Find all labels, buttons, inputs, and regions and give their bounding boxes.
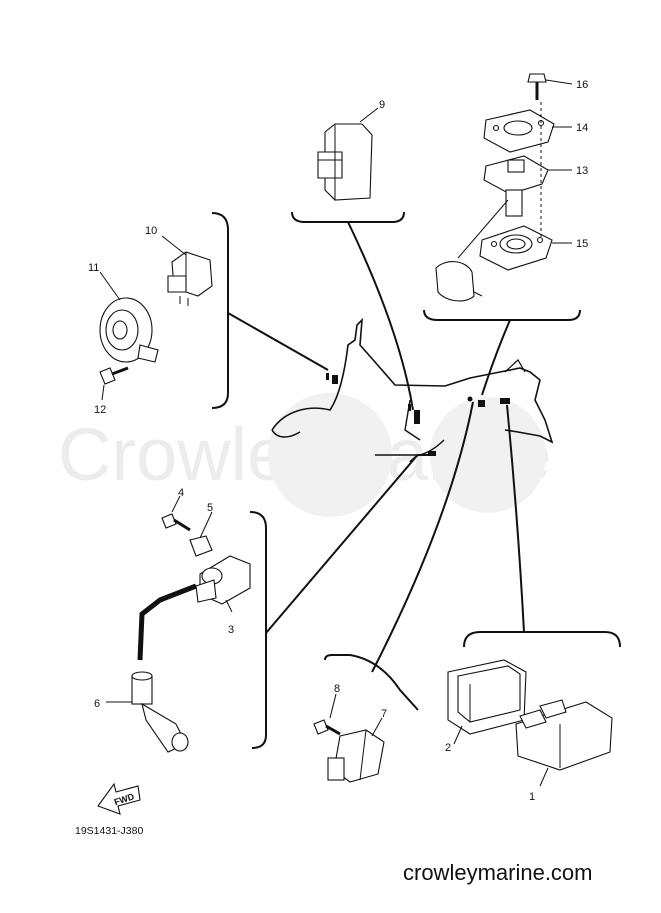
- part-9-relay[interactable]: [317, 123, 373, 201]
- part-3-ignition-coil[interactable]: [137, 555, 251, 661]
- callout-15: 15: [576, 238, 588, 250]
- bracket-flasher-group: [324, 401, 474, 711]
- callout-11: 11: [88, 262, 99, 274]
- callout-5: 5: [207, 502, 213, 514]
- part-11-horn[interactable]: [99, 297, 159, 363]
- diagram-code: 19S1431-J380: [75, 825, 143, 837]
- callout-3: 3: [228, 624, 234, 636]
- callout-7: 7: [381, 708, 387, 720]
- callout-14: 14: [576, 122, 588, 134]
- callout-9: 9: [379, 99, 385, 111]
- part-15-plate[interactable]: [479, 225, 553, 271]
- bracket-fuel-sender-group: [423, 309, 581, 396]
- part-8-bolt[interactable]: [313, 719, 341, 736]
- part-6-plug-cap[interactable]: [131, 671, 189, 753]
- scooter-outline: [268, 317, 554, 517]
- fwd-arrow-icon: FWD: [97, 782, 141, 815]
- website-label: crowleymarine.com: [403, 860, 593, 885]
- callout-labels: 1 2 3 4 5 6 7 8 9 10 11 12 13 14 15 16: [88, 79, 588, 803]
- callout-10: 10: [145, 225, 157, 237]
- callout-2: 2: [445, 742, 451, 754]
- part-12-bolt[interactable]: [99, 366, 129, 385]
- part-5-bracket[interactable]: [189, 535, 213, 557]
- callout-4: 4: [178, 487, 184, 499]
- part-1-cdi-unit[interactable]: [515, 699, 613, 771]
- part-14-plate[interactable]: [483, 109, 555, 153]
- bracket-horn-relay-group: [211, 212, 329, 409]
- bracket-part-9: [291, 211, 414, 411]
- callout-12: 12: [94, 404, 106, 416]
- callout-13: 13: [576, 165, 588, 177]
- part-13-fuel-sender[interactable]: [435, 155, 549, 302]
- part-4-bolt[interactable]: [161, 513, 191, 532]
- callout-6: 6: [94, 698, 100, 710]
- callout-1: 1: [529, 791, 535, 803]
- bracket-cdi-group: [463, 404, 621, 648]
- callout-8: 8: [334, 683, 340, 695]
- bracket-ignition-group: [249, 457, 416, 749]
- callout-16: 16: [576, 79, 588, 91]
- part-2-cover[interactable]: [447, 659, 527, 735]
- part-16-screw[interactable]: [527, 73, 547, 100]
- part-7-flasher[interactable]: [327, 729, 385, 783]
- part-10-relay[interactable]: [167, 251, 213, 306]
